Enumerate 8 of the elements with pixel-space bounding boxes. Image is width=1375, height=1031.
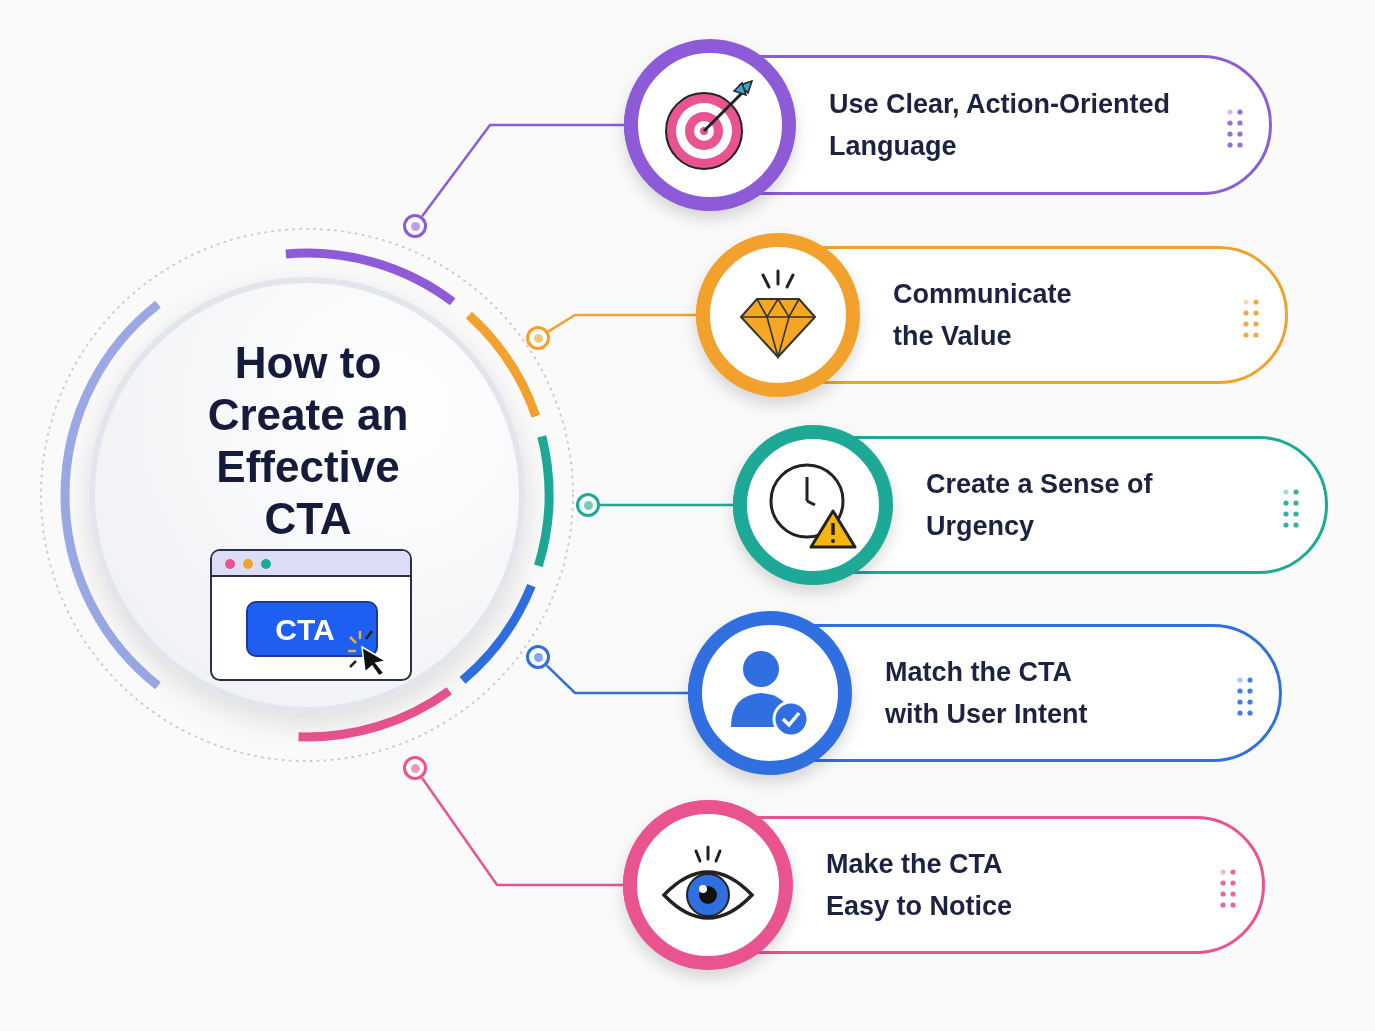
cta-button: CTA (246, 601, 378, 657)
step-text: Create a Sense of Urgency (926, 468, 1154, 543)
step-text: Match the CTA with User Intent (885, 656, 1089, 731)
step-text: Use Clear, Action-Oriented Language (829, 88, 1172, 163)
step-text: Communicate the Value (893, 278, 1073, 353)
connector-line (600, 503, 733, 507)
step-text: Make the CTA Easy to Notice (826, 848, 1014, 923)
title-text: How to Create an Effective CTA (206, 337, 410, 545)
